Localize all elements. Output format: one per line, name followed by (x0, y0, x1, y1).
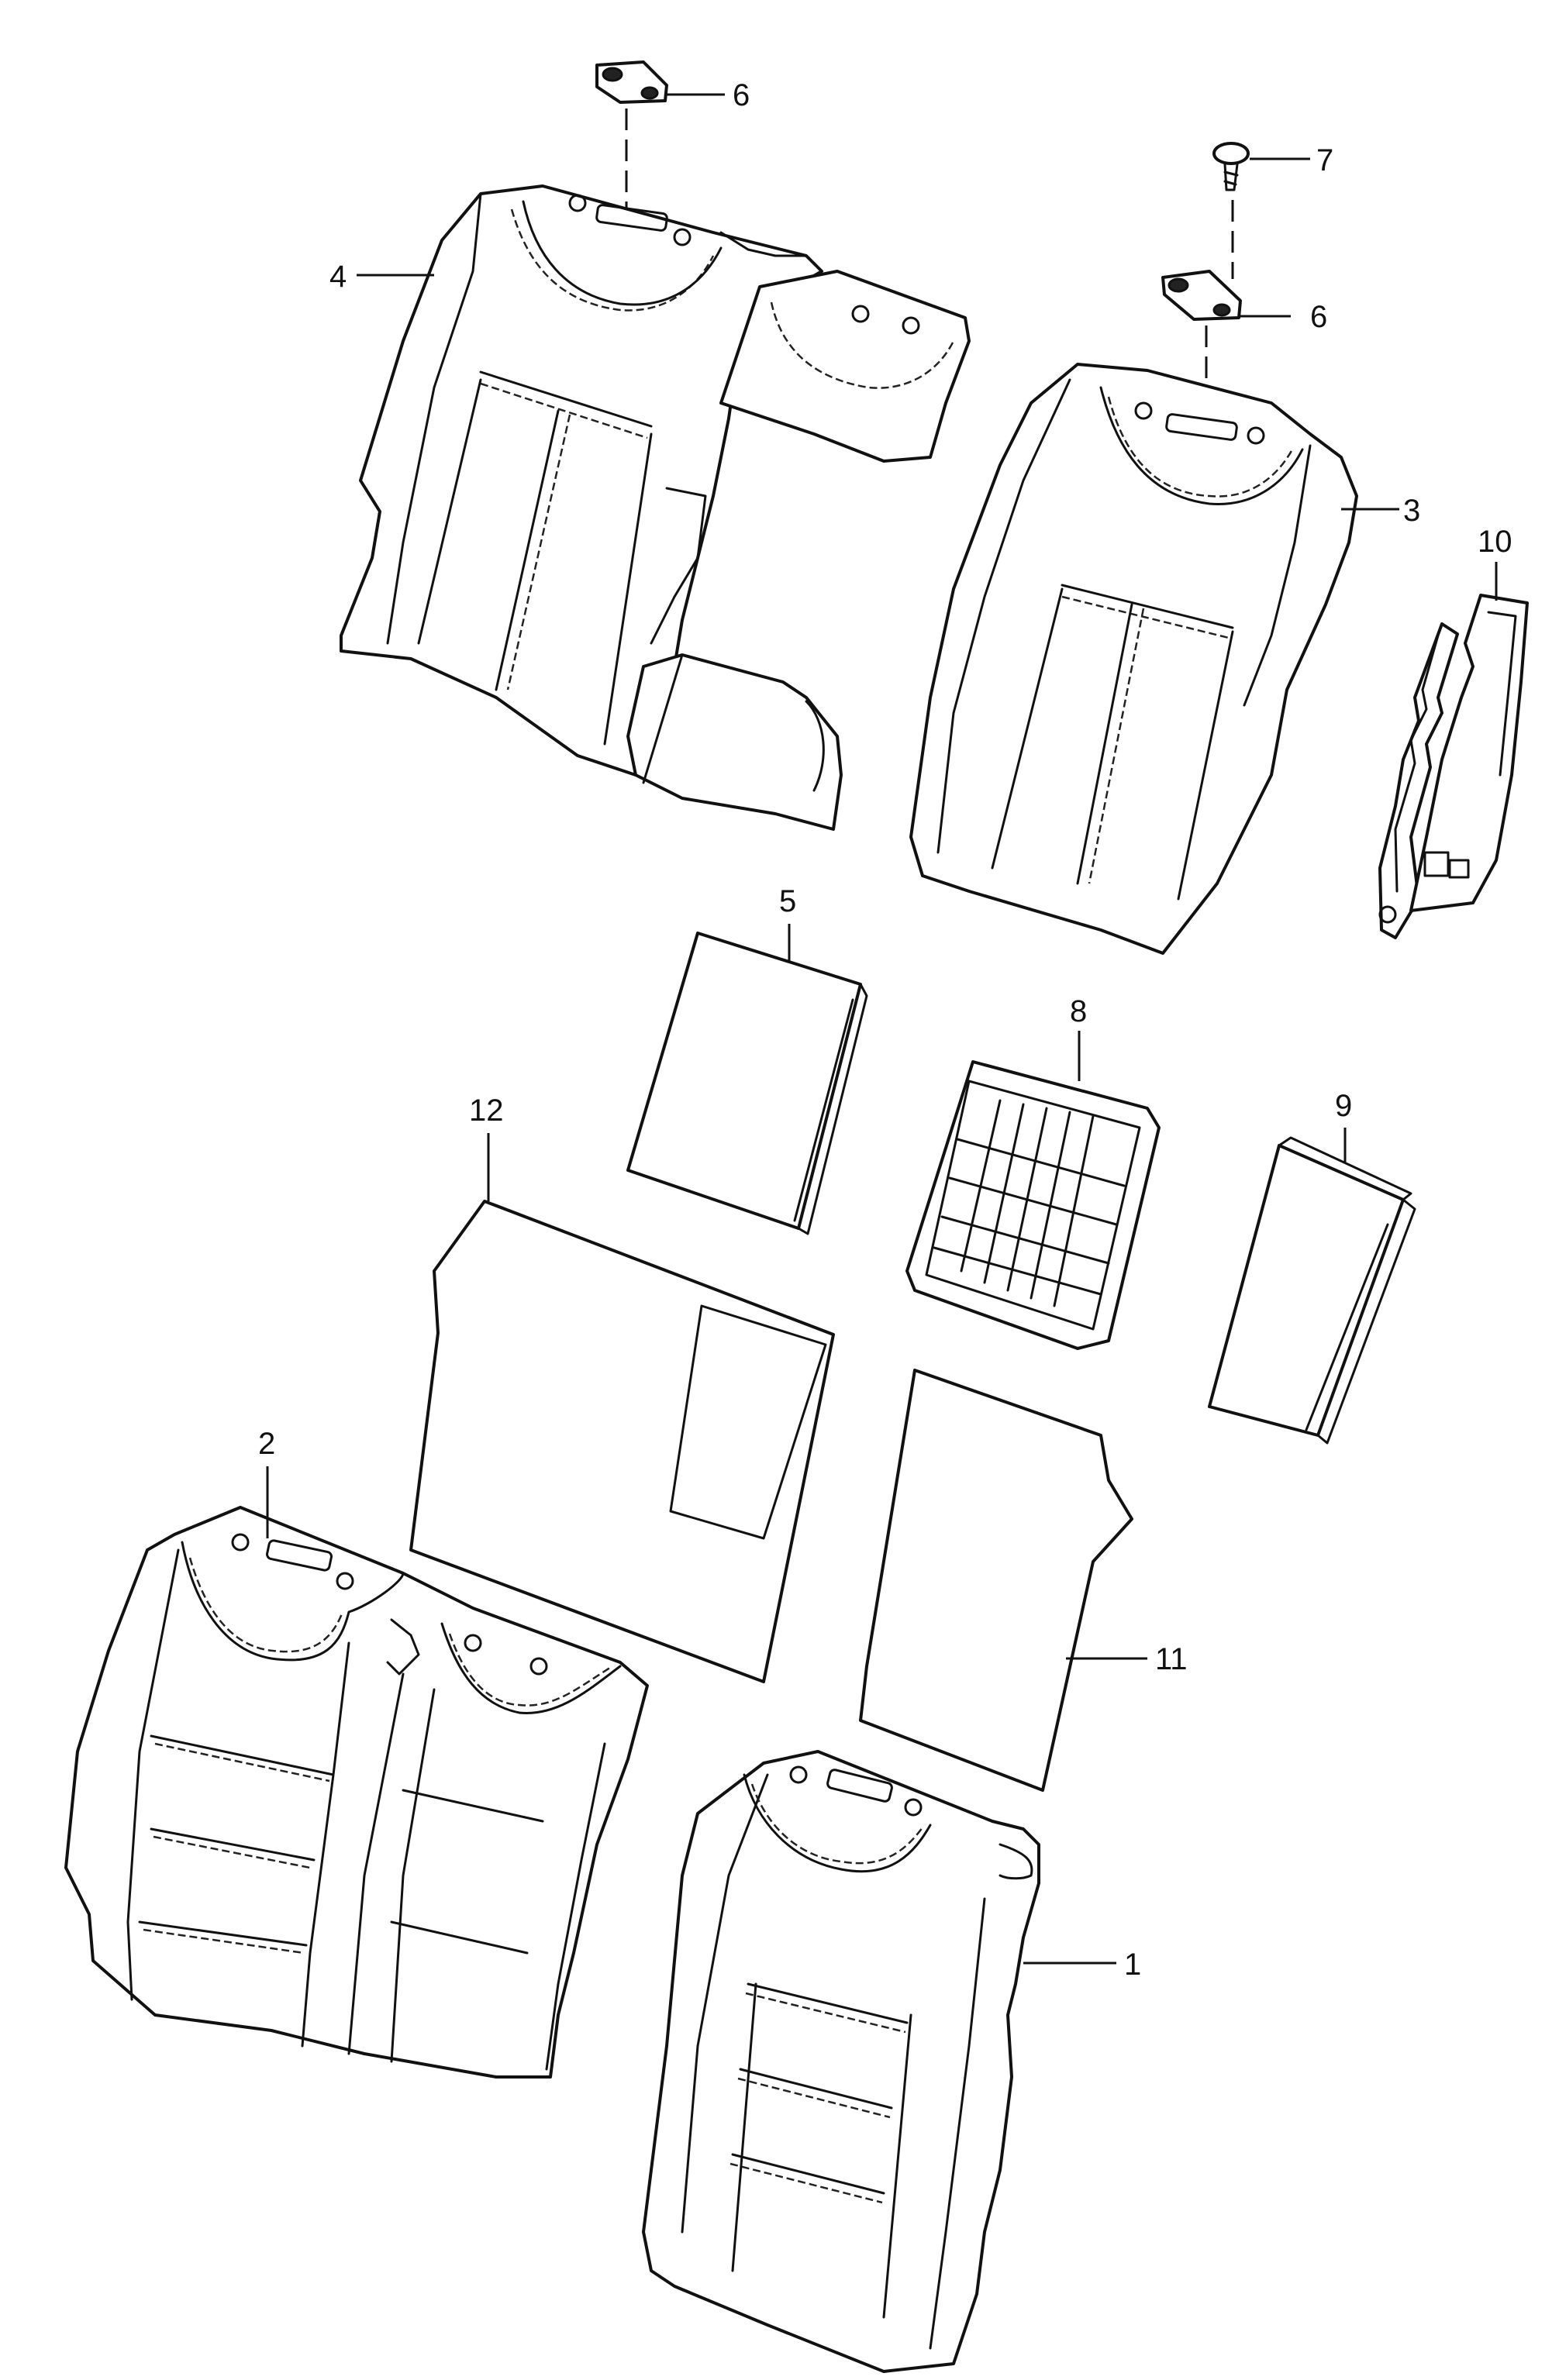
callout-1: 1 (1124, 1948, 1141, 1982)
part-6-clip-right (1161, 270, 1242, 321)
callout-12: 12 (469, 1094, 504, 1128)
part-6-clip-left (595, 60, 668, 104)
callout-8: 8 (1070, 994, 1087, 1028)
part-12-panel (409, 1200, 835, 1683)
callout-3: 3 (1403, 494, 1420, 528)
part-4-centre-section (626, 270, 971, 831)
callout-4: 4 (329, 260, 347, 294)
callout-6-left: 6 (733, 78, 750, 112)
part-1-backrest (642, 1750, 1040, 2373)
callout-11: 11 (1155, 1642, 1188, 1676)
part-8-ribs (933, 1099, 1126, 1307)
part-10-side-panels (1378, 594, 1529, 939)
part-5-pad (626, 932, 868, 1235)
callout-5: 5 (779, 884, 796, 918)
part-3-backrest (909, 363, 1358, 955)
callout-2: 2 (258, 1427, 275, 1461)
part-4-backrest-split (340, 184, 823, 777)
part-9-pad (1208, 1136, 1416, 1445)
part-8-frame-grille (905, 1060, 1161, 1350)
part-2-backrest-split (64, 1506, 649, 2079)
part-7-screw (1212, 142, 1250, 191)
part-11-panel (859, 1369, 1133, 1792)
callout-6-right: 6 (1310, 300, 1327, 334)
callout-7: 7 (1316, 143, 1333, 177)
callout-10: 10 (1478, 525, 1512, 559)
callout-9: 9 (1335, 1089, 1352, 1123)
